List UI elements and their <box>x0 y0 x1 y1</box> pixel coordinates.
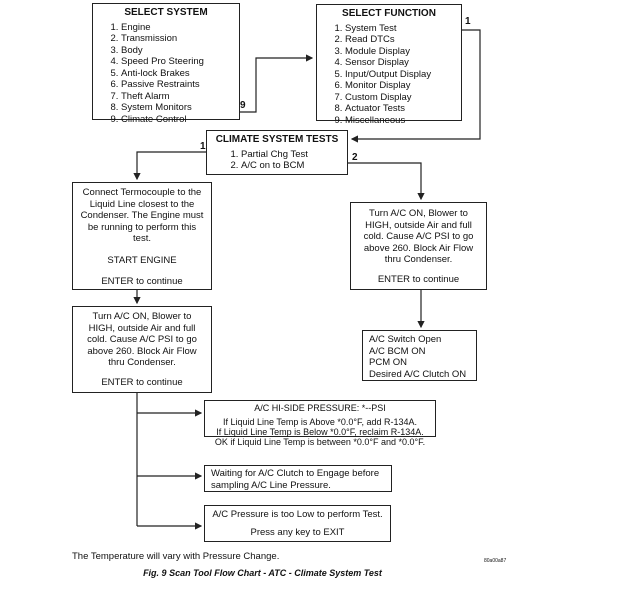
thermocouple-text: Connect Termocouple to the Liquid Line c… <box>80 187 204 244</box>
system-item: Passive Restraints <box>121 79 233 91</box>
low-pressure-box: A/C Pressure is too Low to perform Test.… <box>204 505 391 542</box>
status-line: PCM ON <box>369 357 407 368</box>
climate-item: A/C on to BCM <box>241 160 341 172</box>
status-line: A/C BCM ON <box>369 345 426 357</box>
figure-code: 80a00a87 <box>484 558 507 564</box>
edge-climate-to-ac-right <box>330 162 425 201</box>
function-item: Input/Output Display <box>345 69 455 81</box>
start-engine-text: START ENGINE <box>107 254 177 266</box>
select-function-list: System Test Read DTCs Module Display Sen… <box>323 23 455 127</box>
edge-label-1-climate: 1 <box>200 141 206 152</box>
system-item: Transmission <box>121 33 233 45</box>
edge-label-2-climate: 2 <box>352 152 358 163</box>
select-system-list: Engine Transmission Body Speed Pro Steer… <box>99 22 233 126</box>
climate-item: Partial Chg Test <box>241 149 341 161</box>
system-item: Body <box>121 45 233 57</box>
climate-tests-title: CLIMATE SYSTEM TESTS <box>215 134 339 145</box>
function-item: Module Display <box>345 46 455 58</box>
waiting-box: Waiting for A/C Clutch to Engage before … <box>204 465 392 492</box>
ac-on-text: Turn A/C ON, Blower to HIGH, outside Air… <box>363 208 474 265</box>
select-system-box: SELECT SYSTEM Engine Transmission Body S… <box>92 3 240 125</box>
function-item: Sensor Display <box>345 57 455 69</box>
edge-label-9: 9 <box>240 100 246 111</box>
status-line: A/C Switch Open <box>369 334 442 345</box>
function-item: Read DTCs <box>345 34 455 46</box>
footnote: The Temperature will vary with Pressure … <box>72 551 280 562</box>
function-item: Actuator Tests <box>345 103 455 115</box>
climate-tests-box: CLIMATE SYSTEM TESTS Partial Chg Test A/… <box>206 130 348 175</box>
low-pressure-text: A/C Pressure is too Low to perform Test. <box>212 509 383 520</box>
pressure-line: If Liquid Line Temp is Below *0.0°F, rec… <box>216 427 424 437</box>
climate-tests-list: Partial Chg Test A/C on to BCM <box>213 149 341 172</box>
waiting-text: Waiting for A/C Clutch to Engage before … <box>211 468 380 491</box>
edge-system-to-function <box>225 54 314 113</box>
pressure-title: A/C HI-SIDE PRESSURE: *--PSI <box>254 403 386 413</box>
function-item: System Test <box>345 23 455 35</box>
select-function-title: SELECT FUNCTION <box>342 8 436 19</box>
ac-on-left-box: Turn A/C ON, Blower to HIGH, outside Air… <box>72 306 212 393</box>
system-item: Speed Pro Steering <box>121 56 233 68</box>
system-item: System Monitors <box>121 102 233 114</box>
pressure-line: If Liquid Line Temp is Above *0.0°F, add… <box>222 417 418 427</box>
edge-function-to-climate <box>350 29 481 143</box>
enter-prompt: ENTER to continue <box>377 273 460 285</box>
select-system-title: SELECT SYSTEM <box>124 7 208 18</box>
edge-climate-to-thermocouple <box>133 151 216 181</box>
enter-prompt: ENTER to continue <box>101 276 183 287</box>
bcm-status-box: A/C Switch Open A/C BCM ON PCM ON Desire… <box>362 330 477 381</box>
function-item: Monitor Display <box>345 80 455 92</box>
exit-prompt: Press any key to EXIT <box>250 526 345 538</box>
pressure-line: OK if Liquid Line Temp is between *0.0°F… <box>214 437 426 447</box>
pressure-box: A/C HI-SIDE PRESSURE: *--PSI If Liquid L… <box>204 400 436 447</box>
edge-label-1-function: 1 <box>465 16 471 27</box>
select-function-box: SELECT FUNCTION System Test Read DTCs Mo… <box>316 4 462 126</box>
ac-on-right-box: Turn A/C ON, Blower to HIGH, outside Air… <box>350 202 487 290</box>
enter-prompt: ENTER to continue <box>101 376 183 388</box>
system-item: Theft Alarm <box>121 91 233 103</box>
function-item: Custom Display <box>345 92 455 104</box>
ac-on-text: Turn A/C ON, Blower to HIGH, outside Air… <box>87 311 197 368</box>
status-line: Desired A/C Clutch ON <box>369 368 467 380</box>
function-item: Miscellaneous <box>345 115 455 127</box>
caption: Fig. 9 Scan Tool Flow Chart - ATC - Clim… <box>143 568 382 578</box>
thermocouple-box: Connect Termocouple to the Liquid Line c… <box>72 182 212 290</box>
system-item: Engine <box>121 22 233 34</box>
system-item: Anti-lock Brakes <box>121 68 233 80</box>
system-item: Climate Control <box>121 114 233 126</box>
